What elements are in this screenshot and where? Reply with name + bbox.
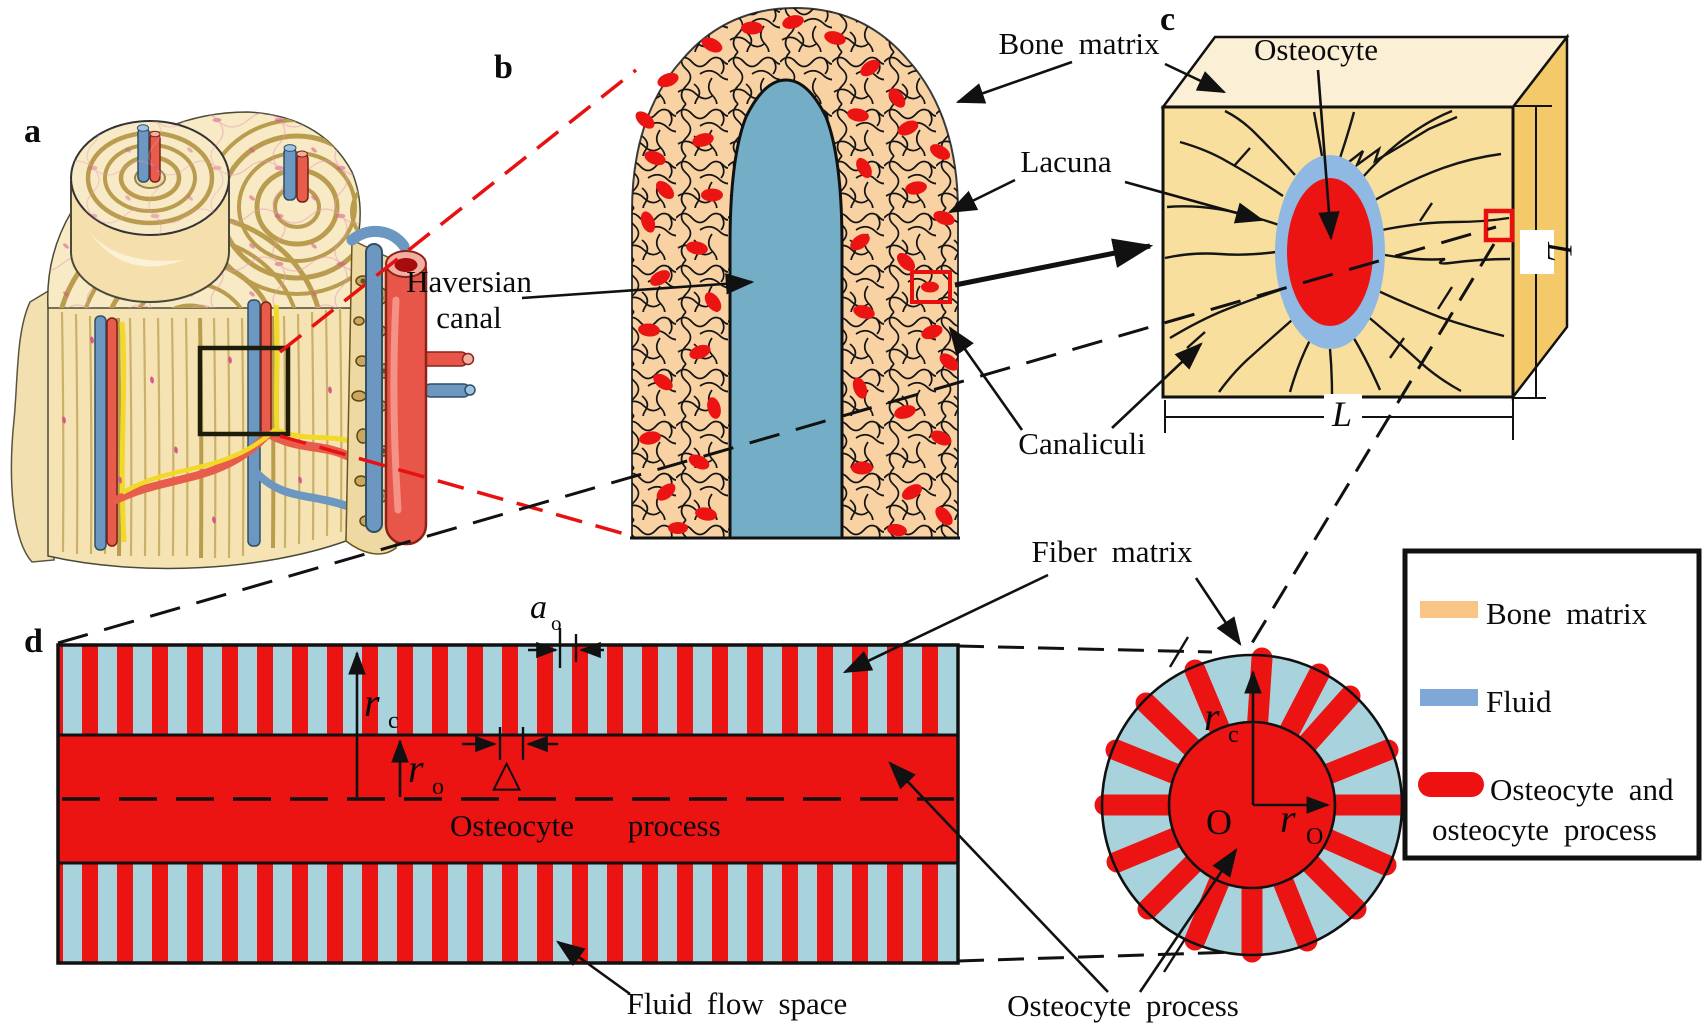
haversian-canal-fluid (728, 78, 844, 540)
front-vessel-column-1 (94, 315, 127, 551)
fluid-band-bottom (58, 863, 958, 963)
right-vessels (346, 225, 476, 546)
panel-letter-c: c (1160, 1, 1175, 38)
sym-ro-d: r (408, 746, 424, 791)
sym-rO-circle: r (1280, 796, 1296, 841)
sym-rc-circle: r (1204, 694, 1220, 739)
black-dashed-axis (57, 225, 1497, 645)
panel-d-process-model (56, 628, 960, 965)
label-bone-matrix: Bone matrix (998, 26, 1160, 61)
arrow-roi-to-cube (954, 238, 1154, 288)
raised-osteon-cylinder (70, 120, 230, 303)
sym-L-right: L (1540, 241, 1580, 262)
label-lacuna: Lacuna (1020, 144, 1111, 179)
bone-left-sliver (10, 288, 55, 563)
panel-b-haversian-section (630, 6, 960, 540)
fluid-band-top (58, 645, 958, 735)
label-haversian-1: Haversian (406, 264, 532, 299)
label-haversian-2: canal (436, 300, 501, 335)
panel-c-roi-rect (1483, 208, 1515, 243)
panel-d-outline (56, 643, 960, 965)
panel-letter-d: d (24, 623, 43, 660)
sym-L-bottom: L (1331, 394, 1352, 434)
sym-ao: a (530, 589, 547, 626)
label-fiber-matrix: Fiber matrix (1031, 534, 1193, 569)
label-leader-arrows (521, 60, 1340, 996)
red-dashed-connector-bottom (279, 434, 633, 538)
label-patch (1520, 230, 1554, 274)
panel-a-osteon-illustration (10, 111, 476, 570)
legend-label-fluid: Fluid (1486, 684, 1552, 719)
legend-swatch-bone-matrix (1420, 601, 1478, 618)
connector-lines (57, 60, 1497, 996)
panel-c-lacuna-cube (1160, 33, 1570, 440)
front-vessel-column-2 (247, 299, 280, 547)
canaliculus-cross-section (1094, 647, 1410, 963)
label-fluid-flow-space: Fluid flow space (627, 986, 848, 1021)
osteocyte-cell (1287, 178, 1373, 326)
sym-rO-circle-sub: O (1306, 824, 1323, 850)
dashed-paneld-to-circle-top (957, 644, 1213, 654)
dashed-paneld-to-circle-bottom (957, 950, 1238, 963)
legend: Bone matrix Fluid Osteocyte and osteocyt… (1402, 548, 1702, 861)
red-dashed-connector-top (278, 68, 638, 354)
sym-ao-sub: o (551, 611, 562, 635)
sym-origin: O (1206, 802, 1232, 842)
panel-a-roi-rect (197, 345, 291, 437)
circle-radius-arrows (1244, 670, 1330, 814)
legend-swatch-fluid (1420, 689, 1478, 706)
legend-swatch-osteocyte (1418, 772, 1484, 797)
label-osteocyte-process-circle: Osteocyte process (1007, 988, 1239, 1023)
label-osteocyte-process-inline: Osteocyte process (450, 808, 721, 843)
slash-tick-bottom (1162, 938, 1187, 973)
dimension-delta (462, 727, 558, 760)
text-labels: a b c d Haversian canal Bone matrix Lacu… (24, 1, 1580, 1023)
sym-rc-circle-sub: c (1228, 722, 1239, 748)
annulus-outline (1100, 653, 1404, 957)
osteon-b-vessels (283, 144, 309, 203)
sym-delta: △ (492, 753, 522, 795)
osteocyte-lacunae-ellipses (635, 15, 959, 537)
sym-rc-d: r (364, 680, 380, 725)
cube-canaliculi-rays (1164, 109, 1511, 396)
legend-label-bone-matrix: Bone matrix (1486, 596, 1648, 631)
panel-letter-b: b (494, 49, 513, 86)
label-patch (1324, 394, 1362, 430)
label-canaliculi: Canaliculi (1018, 426, 1146, 461)
slash-tick-top (1168, 636, 1190, 668)
label-osteocyte: Osteocyte (1254, 32, 1378, 67)
sym-rc-d-sub: c (388, 708, 399, 734)
legend-label-osteocyte-2: osteocyte process (1432, 812, 1657, 847)
pink-lacunae (62, 336, 332, 524)
panel-letter-a: a (24, 113, 41, 150)
legend-label-osteocyte-1: Osteocyte and (1490, 772, 1674, 807)
panel-b-roi-rect (910, 270, 952, 304)
sym-ro-d-sub: o (432, 774, 444, 800)
dimension-ao (528, 628, 604, 668)
